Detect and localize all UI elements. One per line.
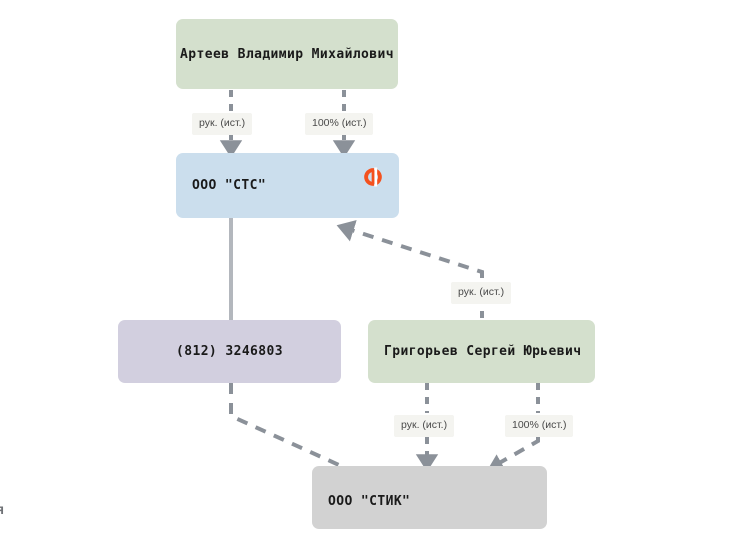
edge-label-arteev-sts-share: 100% (ист.) <box>305 113 374 135</box>
edge-label-grigoryev-stik-head: рук. (ист.) <box>394 415 455 437</box>
edge-label-grigoryev-sts: рук. (ист.) <box>451 282 512 304</box>
edge-grigoryev-sts <box>336 220 484 318</box>
node-phone-number[interactable]: (812) 3246803 <box>118 320 341 383</box>
node-label-grigoryev: Григорьев Сергей Юрьевич <box>384 344 582 359</box>
edge-label-arteev-sts-head: рук. (ист.) <box>192 113 253 135</box>
node-label-sts: ООО "СТС" <box>192 178 267 193</box>
edge-phone-stik <box>229 383 351 472</box>
edge-label-grigoryev-stik-share: 100% (ист.) <box>505 415 574 437</box>
orange-ring-icon[interactable] <box>363 167 383 187</box>
node-label-stik: ООО "СТИК" <box>328 494 411 509</box>
node-label-arteev: Артеев Владимир Михайлович <box>180 46 394 62</box>
node-company-stik[interactable]: ООО "СТИК" <box>312 466 547 529</box>
node-company-sts[interactable]: ООО "СТС" <box>176 153 399 218</box>
node-person-grigoryev[interactable]: Григорьев Сергей Юрьевич <box>368 320 595 383</box>
edge-grigoryev-stik-share <box>487 383 540 470</box>
node-label-phone: (812) 3246803 <box>176 344 283 359</box>
node-person-arteev[interactable]: Артеев Владимир Михайлович <box>176 19 398 89</box>
clipped-edge-glyph: я <box>0 503 5 523</box>
